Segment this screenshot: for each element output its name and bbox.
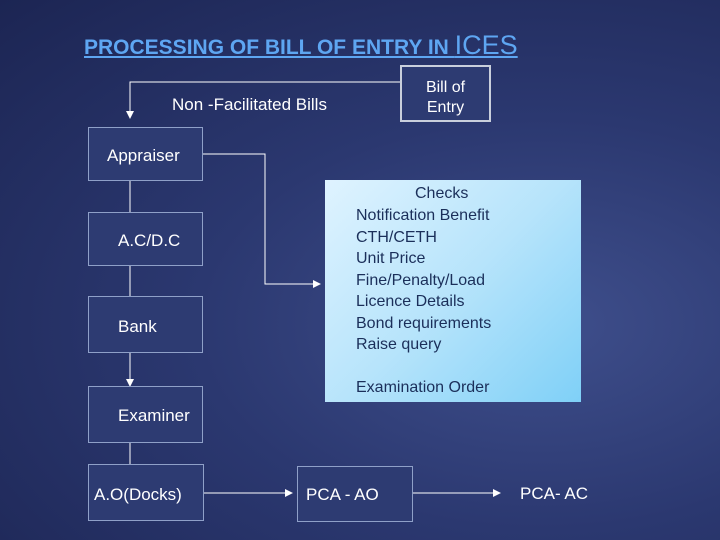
appraiser-box: Appraiser [88,127,203,181]
pca-ao-box: PCA - AO [297,466,413,522]
checks-list: Notification Benefit CTH/CETH Unit Price… [356,205,491,356]
pca-ao-label: PCA - AO [306,485,379,504]
acdc-box: A.C/D.C [88,212,203,266]
pca-ac-label: PCA- AC [520,484,589,503]
examiner-box: Examiner [88,386,203,443]
checks-item: Licence Details [356,293,465,310]
non-facilitated-label: Non -Facilitated Bills [172,95,327,114]
checks-item: Fine/Penalty/Load [356,271,485,289]
examination-order-label: Examination Order [356,379,490,396]
connector-appraiser-checks [203,153,321,288]
checks-item: Bond requirements [356,314,492,332]
page-title: PROCESSING OF BILL OF ENTRY IN ICES [84,30,518,60]
connector-bill-to-appraiser [126,81,400,119]
checks-item: CTH/CETH [356,228,437,246]
bill-of-entry-box: Bill of Entry [400,65,491,122]
checks-item: Notification Benefit [356,207,490,224]
ao-docks-box: A.O(Docks) [88,464,204,521]
examiner-label: Examiner [118,406,190,425]
checks-item: Unit Price [356,250,426,267]
bank-box: Bank [88,296,203,353]
appraiser-label: Appraiser [107,146,180,165]
checks-item: Raise query [356,336,442,353]
checks-box: Checks Notification Benefit CTH/CETH Uni… [325,180,581,402]
acdc-label: A.C/D.C [118,231,181,250]
ao-docks-label: A.O(Docks) [94,485,182,504]
checks-heading: Checks [415,185,469,202]
bank-label: Bank [118,317,157,336]
